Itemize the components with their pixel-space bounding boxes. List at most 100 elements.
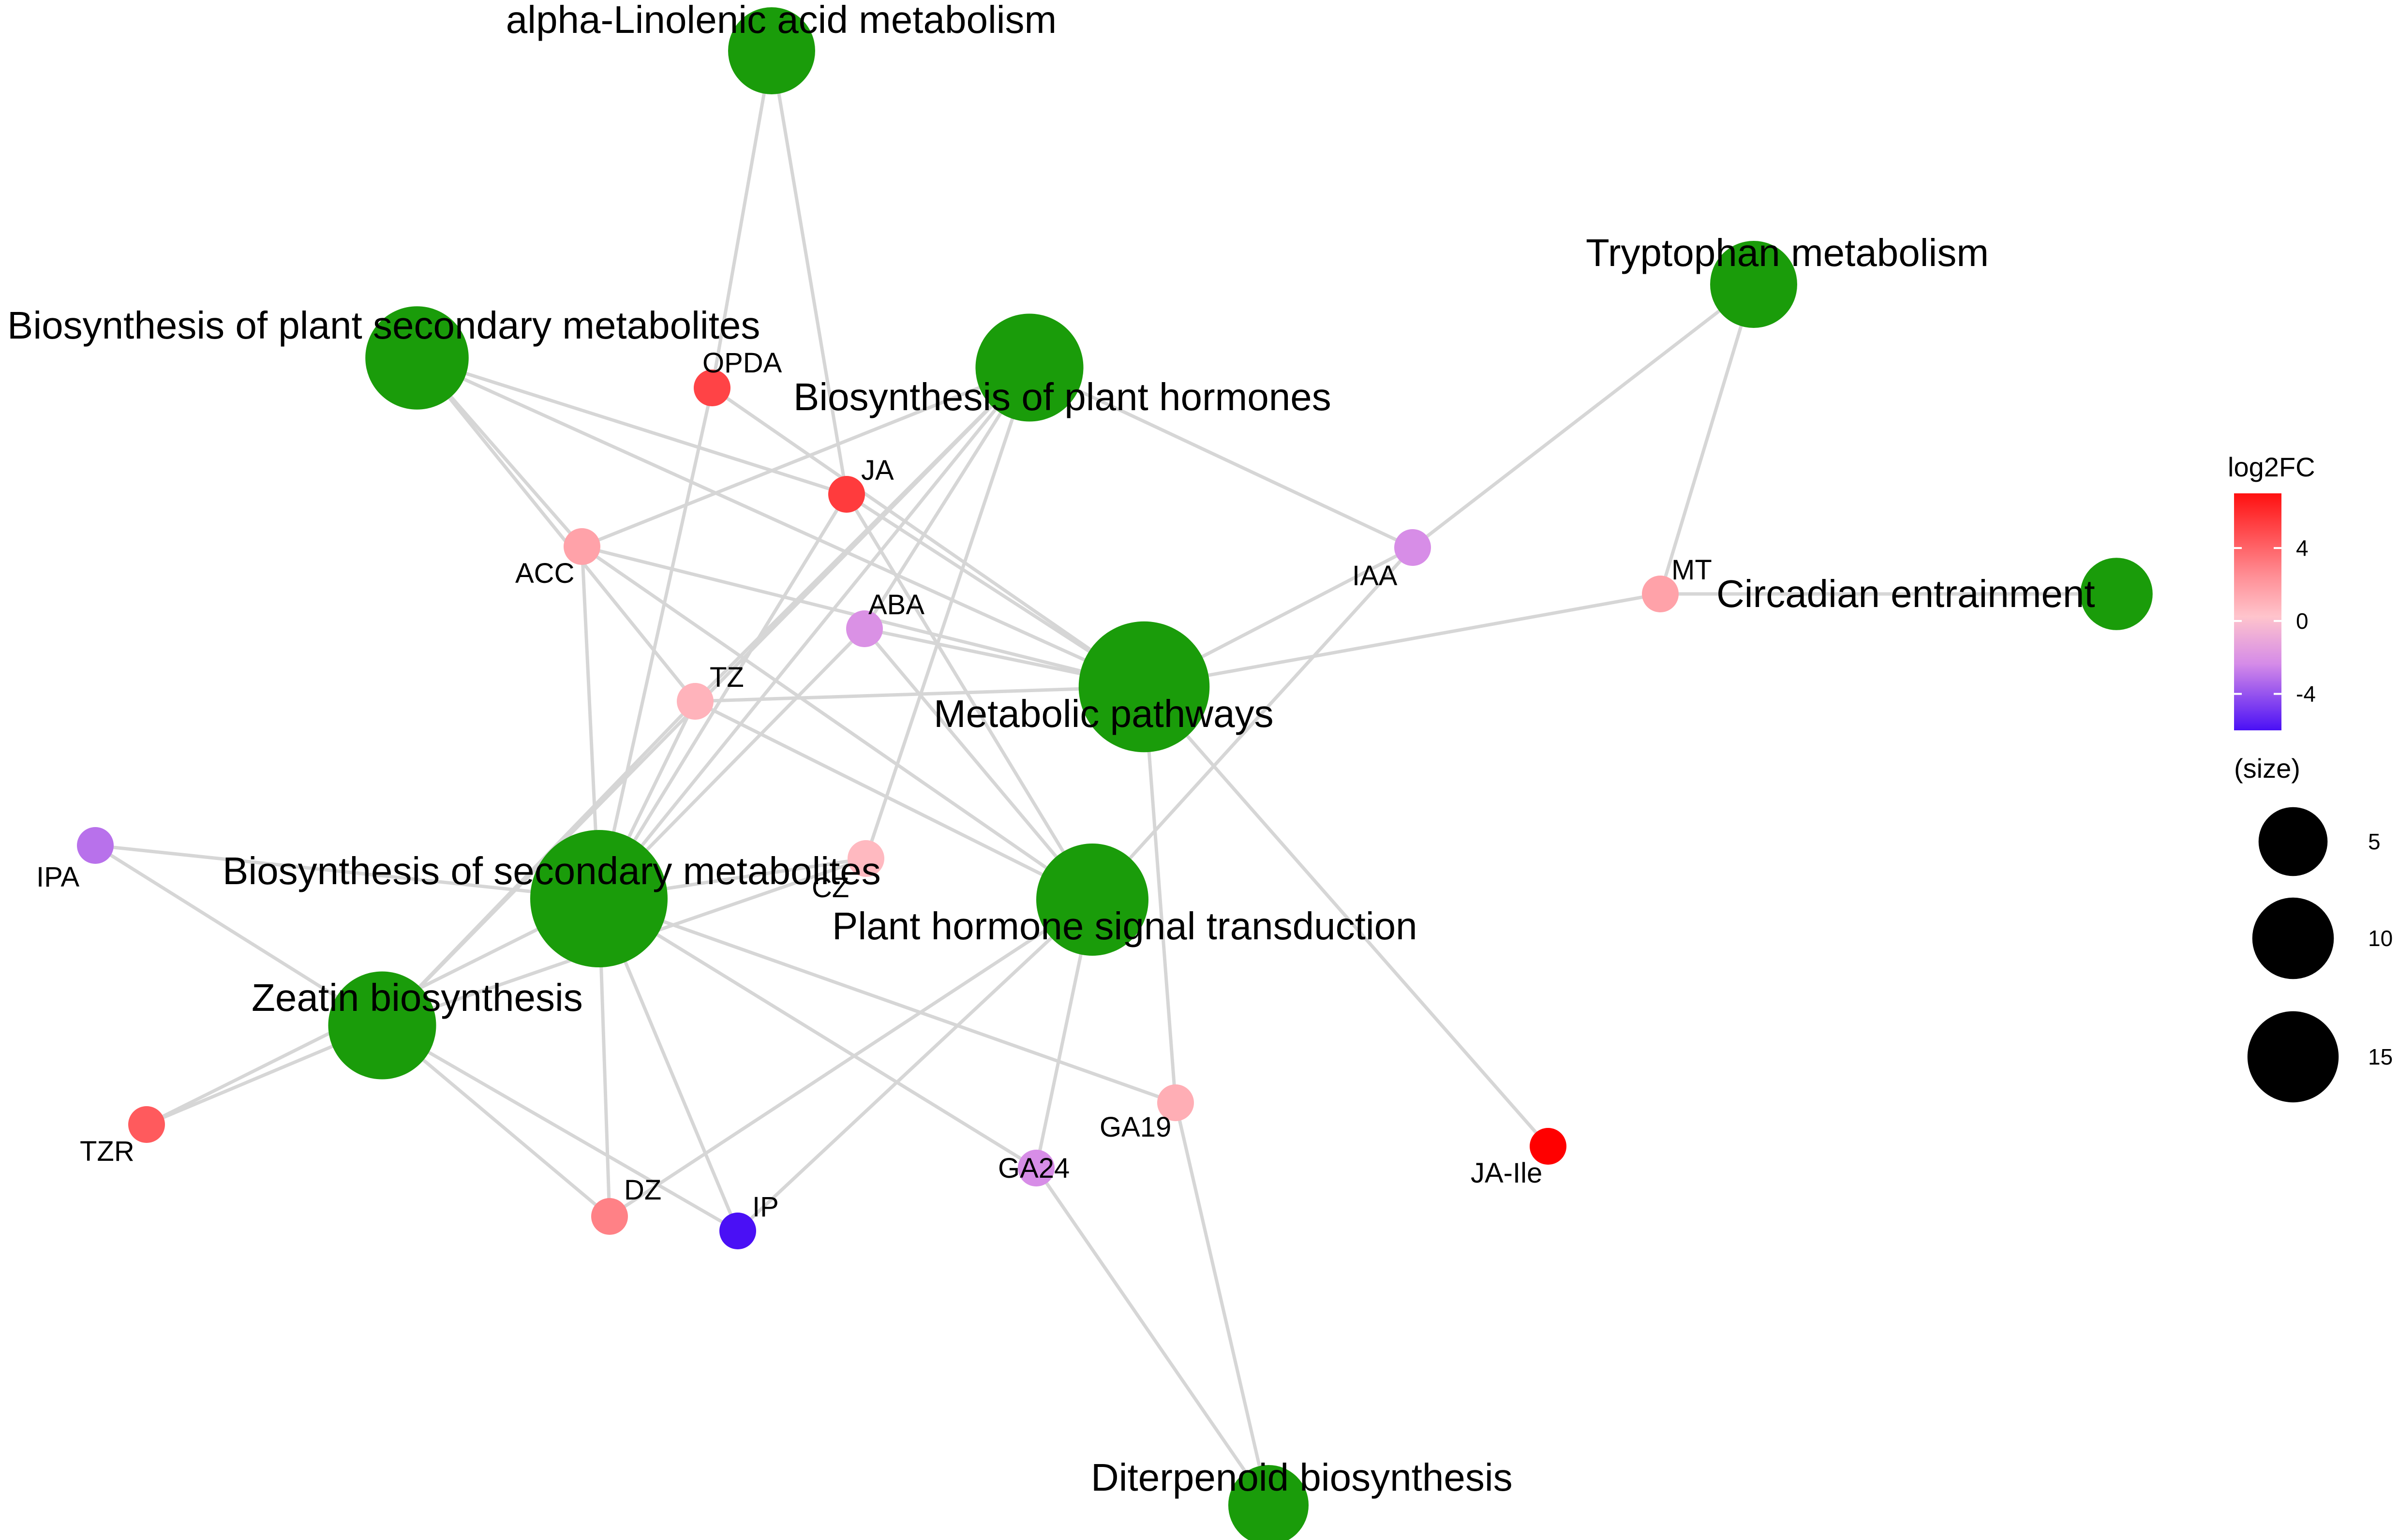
compound-node-TZR[interactable]	[128, 1106, 165, 1143]
edge-IP-zea	[381, 1023, 739, 1233]
pathway-label-trp: Tryptophan metabolism	[1586, 231, 1989, 274]
pathway-label-zea: Zeatin biosynthesis	[252, 976, 583, 1019]
edge-bpsm-TZ	[416, 356, 697, 703]
legend-color-title: log2FC	[2228, 452, 2315, 482]
edge-IPA-zea	[94, 844, 383, 1027]
compound-label-IPA: IPA	[36, 861, 79, 893]
compound-node-IPA[interactable]	[77, 827, 114, 864]
pathway-node-diterp[interactable]	[1228, 1465, 1309, 1540]
pathway-label-alpha: alpha-Linolenic acid metabolism	[506, 0, 1057, 41]
edge-JA-phst	[845, 493, 1094, 901]
compound-label-MT: MT	[1671, 554, 1712, 586]
compound-node-OPDA[interactable]	[694, 370, 730, 406]
edge-ABA-phst	[863, 627, 1094, 901]
edge-bph-ACC	[581, 366, 1030, 548]
compound-label-OPDA: OPDA	[702, 347, 782, 379]
pathway-label-diterp: Diterpenoid biosynthesis	[1091, 1456, 1513, 1499]
pathway-label-bsm: Biosynthesis of secondary metabolites	[223, 849, 881, 892]
legend-color-tick-label: 0	[2296, 608, 2309, 634]
edge-GA24-diterp	[1035, 1167, 1270, 1506]
compound-label-TZR: TZR	[80, 1136, 134, 1167]
pathway-label-met: Metabolic pathways	[934, 692, 1274, 735]
legend-color-tick-label: 4	[2296, 535, 2309, 561]
legend-size-label: 10	[2368, 926, 2393, 951]
edge-GA19-diterp	[1174, 1102, 1270, 1506]
edge-IAA-phst	[1091, 546, 1414, 901]
edge-TZ-zea	[381, 700, 697, 1027]
edge-IP-phst	[736, 898, 1094, 1232]
edge-ACC-phst	[581, 545, 1093, 901]
legend: log2FC 4 0 -4 (size) 5 10 15	[2228, 452, 2393, 1103]
edge-OPDA-met	[711, 386, 1145, 688]
compound-node-GA19[interactable]	[1157, 1084, 1194, 1121]
edge-JA-Ile-met	[1143, 685, 1550, 1148]
legend-size-label: 15	[2368, 1044, 2393, 1069]
compound-label-CZ: CZ	[812, 872, 849, 903]
edge-alpha-JA	[770, 50, 849, 495]
pathway-node-met[interactable]	[1078, 621, 1210, 753]
compound-node-ABA[interactable]	[846, 610, 883, 647]
legend-color-ticks: 4 0 -4	[2234, 535, 2316, 707]
edge-MT-trp	[1658, 283, 1756, 595]
label-layer: alpha-Linolenic acid metabolismBiosynthe…	[7, 0, 2095, 1499]
compound-node-JA[interactable]	[828, 476, 865, 513]
pathway-node-trp[interactable]	[1710, 241, 1797, 328]
compound-node-MT[interactable]	[1642, 576, 1679, 612]
legend-size-items: 5 10 15	[2247, 807, 2393, 1103]
node-layer	[77, 7, 2153, 1540]
edge-IAA-trp	[1411, 283, 1755, 549]
legend-color-tick-label: -4	[2296, 681, 2316, 707]
edge-MT-met	[1144, 592, 1661, 689]
edge-bpsm-met	[416, 356, 1145, 689]
legend-size-circle	[2252, 897, 2334, 979]
pathway-label-phst: Plant hormone signal transduction	[832, 904, 1417, 948]
pathway-node-circ[interactable]	[2080, 558, 2153, 630]
compound-label-JA: JA	[861, 455, 894, 486]
compound-node-DZ[interactable]	[591, 1198, 628, 1235]
compound-label-GA24: GA24	[998, 1153, 1070, 1184]
legend-size-label: 5	[2368, 829, 2381, 854]
legend-size-title: (size)	[2234, 753, 2300, 784]
edge-bph-IAA	[1028, 366, 1414, 549]
pathway-node-bpsm[interactable]	[365, 306, 469, 410]
compound-label-DZ: DZ	[624, 1174, 661, 1206]
pathway-node-zea[interactable]	[328, 971, 436, 1080]
compound-node-CZ[interactable]	[848, 840, 884, 877]
edge-TZ-phst	[694, 699, 1093, 902]
edge-alpha-OPDA	[710, 50, 774, 388]
compound-label-GA19: GA19	[1100, 1111, 1171, 1143]
legend-size-circle	[2247, 1011, 2339, 1103]
pathway-node-bsm[interactable]	[530, 830, 668, 967]
edge-GA19-met	[1142, 686, 1177, 1103]
edge-DZ-phst	[609, 898, 1093, 1218]
edge-bph-bsm	[597, 366, 1031, 900]
compound-label-ACC: ACC	[515, 558, 574, 589]
edge-TZ-met	[695, 685, 1145, 703]
compound-node-TZ[interactable]	[677, 683, 714, 720]
compound-label-TZ: TZ	[710, 662, 744, 693]
compound-label-ABA: ABA	[868, 589, 924, 621]
edge-IPA-bsm	[95, 844, 599, 901]
compound-node-JA-Ile[interactable]	[1530, 1128, 1566, 1165]
edge-OPDA-bsm	[597, 387, 714, 899]
pathway-label-bpsm: Biosynthesis of plant secondary metaboli…	[7, 304, 760, 347]
pathway-label-circ: Circadian entrainment	[1716, 572, 2095, 615]
compound-label-IAA: IAA	[1352, 560, 1398, 592]
edge-GA19-bsm	[598, 897, 1177, 1105]
compound-node-IP[interactable]	[719, 1213, 756, 1249]
compound-node-IAA[interactable]	[1394, 529, 1431, 566]
compound-label-JA-Ile: JA-Ile	[1471, 1157, 1542, 1189]
pathway-node-phst[interactable]	[1036, 844, 1148, 956]
edge-GA24-bsm	[598, 897, 1037, 1170]
edge-bpsm-JA	[416, 356, 848, 496]
compound-label-IP: IP	[752, 1191, 779, 1223]
pathway-node-bph[interactable]	[975, 313, 1084, 422]
compound-node-GA24[interactable]	[1018, 1150, 1055, 1186]
legend-color-bar	[2234, 493, 2281, 730]
edge-bph-CZ	[864, 367, 1031, 859]
pathway-label-bph: Biosynthesis of plant hormones	[793, 375, 1331, 418]
legend-size-circle	[2258, 807, 2328, 876]
pathway-node-alpha[interactable]	[728, 7, 815, 94]
compound-node-ACC[interactable]	[564, 528, 600, 565]
